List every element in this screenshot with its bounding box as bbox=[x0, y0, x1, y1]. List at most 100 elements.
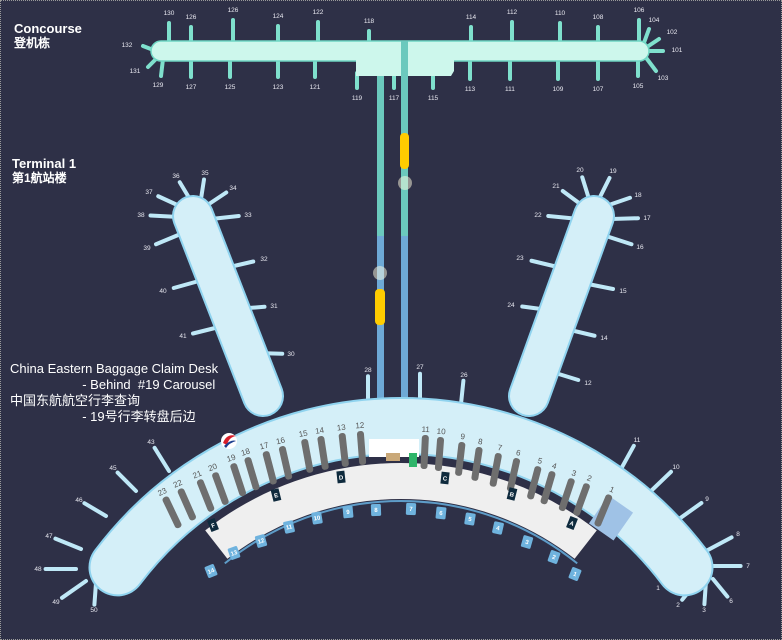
carousel-label: 9 bbox=[460, 432, 466, 442]
carousel: 6 bbox=[506, 448, 522, 492]
bay-label: 13 bbox=[230, 550, 239, 558]
gate-label: 114 bbox=[466, 14, 477, 21]
curb-bay: 3 bbox=[520, 535, 534, 549]
concourse-building bbox=[150, 40, 650, 76]
gate-spoke bbox=[60, 579, 88, 600]
carousel: 4 bbox=[540, 461, 558, 505]
carousel: 7 bbox=[489, 443, 503, 487]
carousel-label: 17 bbox=[259, 440, 270, 451]
carousel: 10 bbox=[434, 427, 446, 471]
gate-label: 117 bbox=[389, 95, 400, 102]
carousel: 9 bbox=[455, 432, 466, 476]
gate-label: 3 bbox=[702, 607, 706, 614]
carousel: 22 bbox=[172, 478, 196, 521]
gate-label: 40 bbox=[159, 288, 167, 295]
gate-label: 28 bbox=[364, 367, 372, 374]
carousel: 12 bbox=[355, 421, 367, 465]
carousel: 23 bbox=[156, 486, 182, 529]
bay-label: 9 bbox=[346, 510, 351, 516]
claim-desk-note: China Eastern Baggage Claim Desk - Behin… bbox=[10, 361, 218, 425]
zone-marker: F bbox=[207, 517, 219, 533]
carousel: 18 bbox=[240, 446, 260, 491]
carousel: 1 bbox=[594, 485, 616, 527]
zone-marker: D bbox=[336, 470, 346, 484]
gate-spoke bbox=[92, 581, 98, 607]
curb-bay: 12 bbox=[254, 534, 268, 548]
carousel-label: 19 bbox=[226, 452, 238, 463]
gate-label: 33 bbox=[244, 212, 252, 219]
gate-label: 18 bbox=[634, 192, 642, 199]
gate-label: 129 bbox=[153, 82, 164, 89]
gate-label: 8 bbox=[736, 531, 740, 538]
gate-label: 6 bbox=[729, 598, 733, 605]
carousel-label: 11 bbox=[421, 425, 430, 434]
gate-label: 113 bbox=[465, 86, 476, 93]
carousel-label: 13 bbox=[336, 423, 346, 433]
gate-label: 27 bbox=[416, 364, 424, 371]
gate-label: 123 bbox=[273, 84, 284, 91]
carousel-label: 6 bbox=[515, 448, 522, 458]
gate-label: 112 bbox=[507, 9, 518, 16]
gate-label: 132 bbox=[122, 42, 133, 49]
gate-label: 1 bbox=[656, 585, 660, 592]
bay-label: 14 bbox=[207, 568, 216, 576]
carousel: 19 bbox=[226, 452, 247, 497]
zone-label: F bbox=[211, 523, 217, 530]
gate-label: 19 bbox=[609, 168, 617, 175]
bay-label: 6 bbox=[439, 511, 444, 517]
gate-label: 26 bbox=[460, 372, 468, 379]
gate-label: 30 bbox=[287, 351, 295, 358]
zone-marker: E bbox=[270, 488, 282, 502]
zone-marker: B bbox=[506, 487, 518, 501]
gate-spoke bbox=[597, 176, 612, 201]
gate-label: 41 bbox=[179, 333, 187, 340]
bay-label: 4 bbox=[495, 526, 500, 533]
carousel-label: 16 bbox=[275, 435, 286, 446]
carousel-label: 18 bbox=[240, 446, 252, 457]
claim-desk-line2: - Behind #19 Carousel bbox=[10, 377, 216, 392]
gate-spoke bbox=[711, 577, 730, 599]
zone-label: E bbox=[274, 493, 279, 500]
curb-bay: 13 bbox=[227, 546, 241, 560]
gate-label: 34 bbox=[229, 185, 237, 192]
gate-spoke bbox=[619, 443, 636, 471]
concourse-title-cn: 登机栋 bbox=[14, 36, 51, 50]
gate-spoke bbox=[580, 175, 591, 201]
carousel: 16 bbox=[275, 435, 293, 480]
gate-label: 130 bbox=[164, 10, 175, 17]
gate-label: 104 bbox=[649, 17, 660, 24]
gate-label: 7 bbox=[746, 563, 750, 570]
gate-label: 110 bbox=[555, 10, 566, 17]
terminal-title: Terminal 1 bbox=[12, 156, 77, 171]
gate-label: 106 bbox=[634, 7, 645, 14]
gate-label: 131 bbox=[130, 68, 141, 75]
carousel-label: 2 bbox=[586, 473, 594, 483]
terminal-title-cn: 第1航站楼 bbox=[12, 171, 67, 185]
carousel: 13 bbox=[336, 423, 349, 467]
gate-label: 12 bbox=[584, 380, 592, 387]
gate-label: 9 bbox=[705, 496, 709, 503]
gate-label: 108 bbox=[593, 14, 604, 21]
gate-label: 38 bbox=[137, 212, 145, 219]
gate-label: 31 bbox=[270, 303, 278, 310]
gate-label: 105 bbox=[633, 83, 644, 90]
gate-label: 43 bbox=[147, 439, 155, 446]
carousel-label: 21 bbox=[191, 469, 203, 481]
gate-spoke bbox=[152, 445, 171, 473]
gate-label: 24 bbox=[507, 302, 515, 309]
claim-desk-line3: 中国东航航空行李查询 bbox=[10, 393, 141, 408]
zone-label: D bbox=[339, 475, 345, 482]
gate-label: 46 bbox=[75, 497, 83, 504]
carousel: 20 bbox=[207, 462, 229, 505]
gate-label: 36 bbox=[172, 173, 180, 180]
gate-label: 48 bbox=[34, 566, 42, 573]
gate-label: 45 bbox=[109, 465, 117, 472]
gate-label: 122 bbox=[313, 9, 324, 16]
carousel-label: 12 bbox=[355, 421, 365, 431]
bay-label: 8 bbox=[374, 508, 378, 514]
